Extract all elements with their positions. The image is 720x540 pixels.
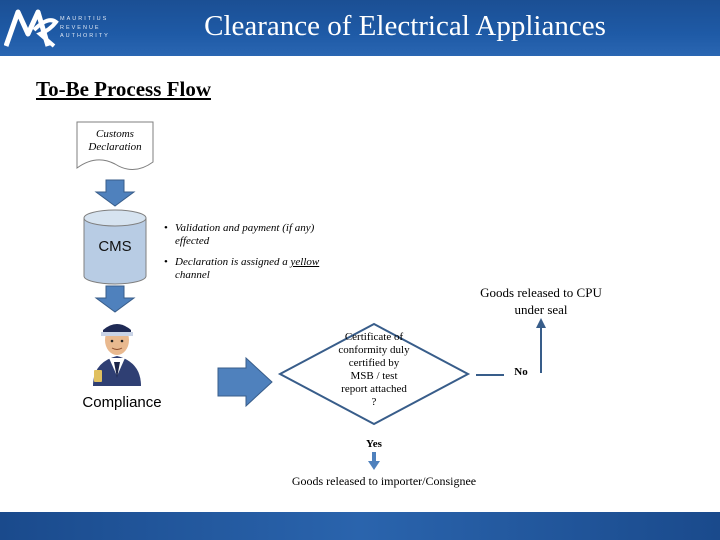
decision-line-2: conformity duly — [338, 344, 410, 356]
bullet-item-validation: Validation and payment (if any) effected — [160, 222, 320, 248]
document-shape — [76, 121, 154, 170]
cpu-line-1: Goods released to CPU — [480, 285, 602, 300]
bullet-validation-text: Validation and payment (if any) effected — [175, 222, 315, 247]
arrow-down-importer — [368, 452, 380, 470]
header-bar: MAURITIUS REVENUE AUTHORITY Clearance of… — [0, 0, 720, 56]
doc-line-2: Declaration — [88, 141, 142, 153]
customs-declaration-label: Customs Declaration — [76, 128, 154, 154]
page-title: Clearance of Electrical Appliances — [204, 10, 606, 42]
bullet-item-channel: Declaration is assigned a yellow channel — [160, 256, 320, 282]
logo-line-1: MAURITIUS — [60, 16, 109, 22]
cms-label: CMS — [98, 238, 132, 255]
arrow-right — [217, 356, 273, 408]
decision-line-1: Certificate of — [344, 331, 404, 343]
bullet-channel-prefix: Declaration is assigned a — [175, 256, 291, 268]
arrow-up-cpu — [536, 318, 546, 373]
no-label: No — [514, 366, 528, 378]
footer-bar — [0, 512, 720, 540]
released-cpu-label: Goods released to CPU under seal — [466, 284, 616, 318]
logo-line-2: REVENUE — [60, 24, 101, 31]
doc-line-1: Customs — [96, 128, 134, 140]
decision-diamond — [277, 322, 471, 426]
decision-line-6: ? — [371, 396, 377, 408]
yes-label: Yes — [366, 438, 382, 450]
logo-wordmark: MAURITIUS REVENUE AUTHORITY — [60, 15, 110, 41]
decision-question: Certificate of conformity duly certified… — [330, 331, 418, 409]
arrow-down-1 — [94, 179, 136, 207]
released-importer-label: Goods released to importer/Consignee — [291, 474, 477, 488]
mra-logo: MAURITIUS REVENUE AUTHORITY — [3, 6, 114, 50]
decision-line-3: certified by — [348, 357, 400, 369]
mra-logo-icon — [3, 9, 59, 48]
bullet-channel-suffix: channel — [175, 269, 210, 281]
customs-officer-icon — [93, 324, 141, 386]
bullet-channel-emph: yellow — [290, 256, 320, 268]
cms-bullet-list: Validation and payment (if any) effected… — [160, 222, 320, 290]
compliance-label: Compliance — [82, 394, 162, 411]
cpu-line-2: under seal — [514, 302, 568, 317]
cms-database-icon — [83, 209, 147, 285]
section-title: To-Be Process Flow — [36, 77, 211, 101]
logo-line-3: AUTHORITY — [60, 33, 110, 39]
decision-line-5: report attached — [341, 383, 407, 395]
decision-line-4: MSB / test — [350, 370, 398, 382]
arrow-down-2 — [94, 285, 136, 313]
